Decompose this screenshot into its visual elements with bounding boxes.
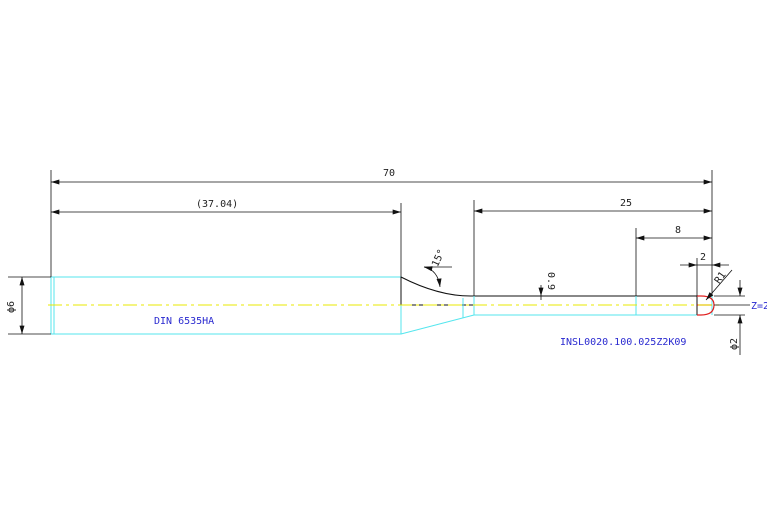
part-number-label: INSL0020.100.025Z2K09 [560,337,686,348]
dim-cut-length: 2 [700,252,706,263]
taper-lower-edge [400,314,475,335]
dim-taper-angle: 15° [430,248,448,269]
dim-shank-diameter: ϕ6 [6,301,17,313]
dimension-texts: 70 (37.04) 25 8 2 15° 0.9 ϕ6 ϕ2 R1 Z=2 [6,168,767,350]
labels: DIN 6535HA INSL0020.100.025Z2K09 [154,316,686,348]
dim-shank-length: (37.04) [196,199,238,210]
dim-neck-diameter: 0.9 [545,272,556,290]
dim-taper-angle-arc [423,266,442,288]
dim-radius: R1 [713,270,729,286]
dim-overall-length: 70 [383,168,395,179]
tool-outline [48,276,720,335]
standard-label: DIN 6535HA [154,316,214,327]
dim-flutes: Z=2 [751,301,767,312]
taper-upper-curve [400,276,475,297]
shank-body [50,276,402,335]
dimension-lines [19,179,750,355]
dim-tip-diameter: ϕ2 [729,338,740,350]
dim-neck-length: 25 [620,198,632,209]
dim-radius-leader [705,269,733,301]
extension-lines [8,170,745,335]
dim-flute-length: 8 [675,225,681,236]
